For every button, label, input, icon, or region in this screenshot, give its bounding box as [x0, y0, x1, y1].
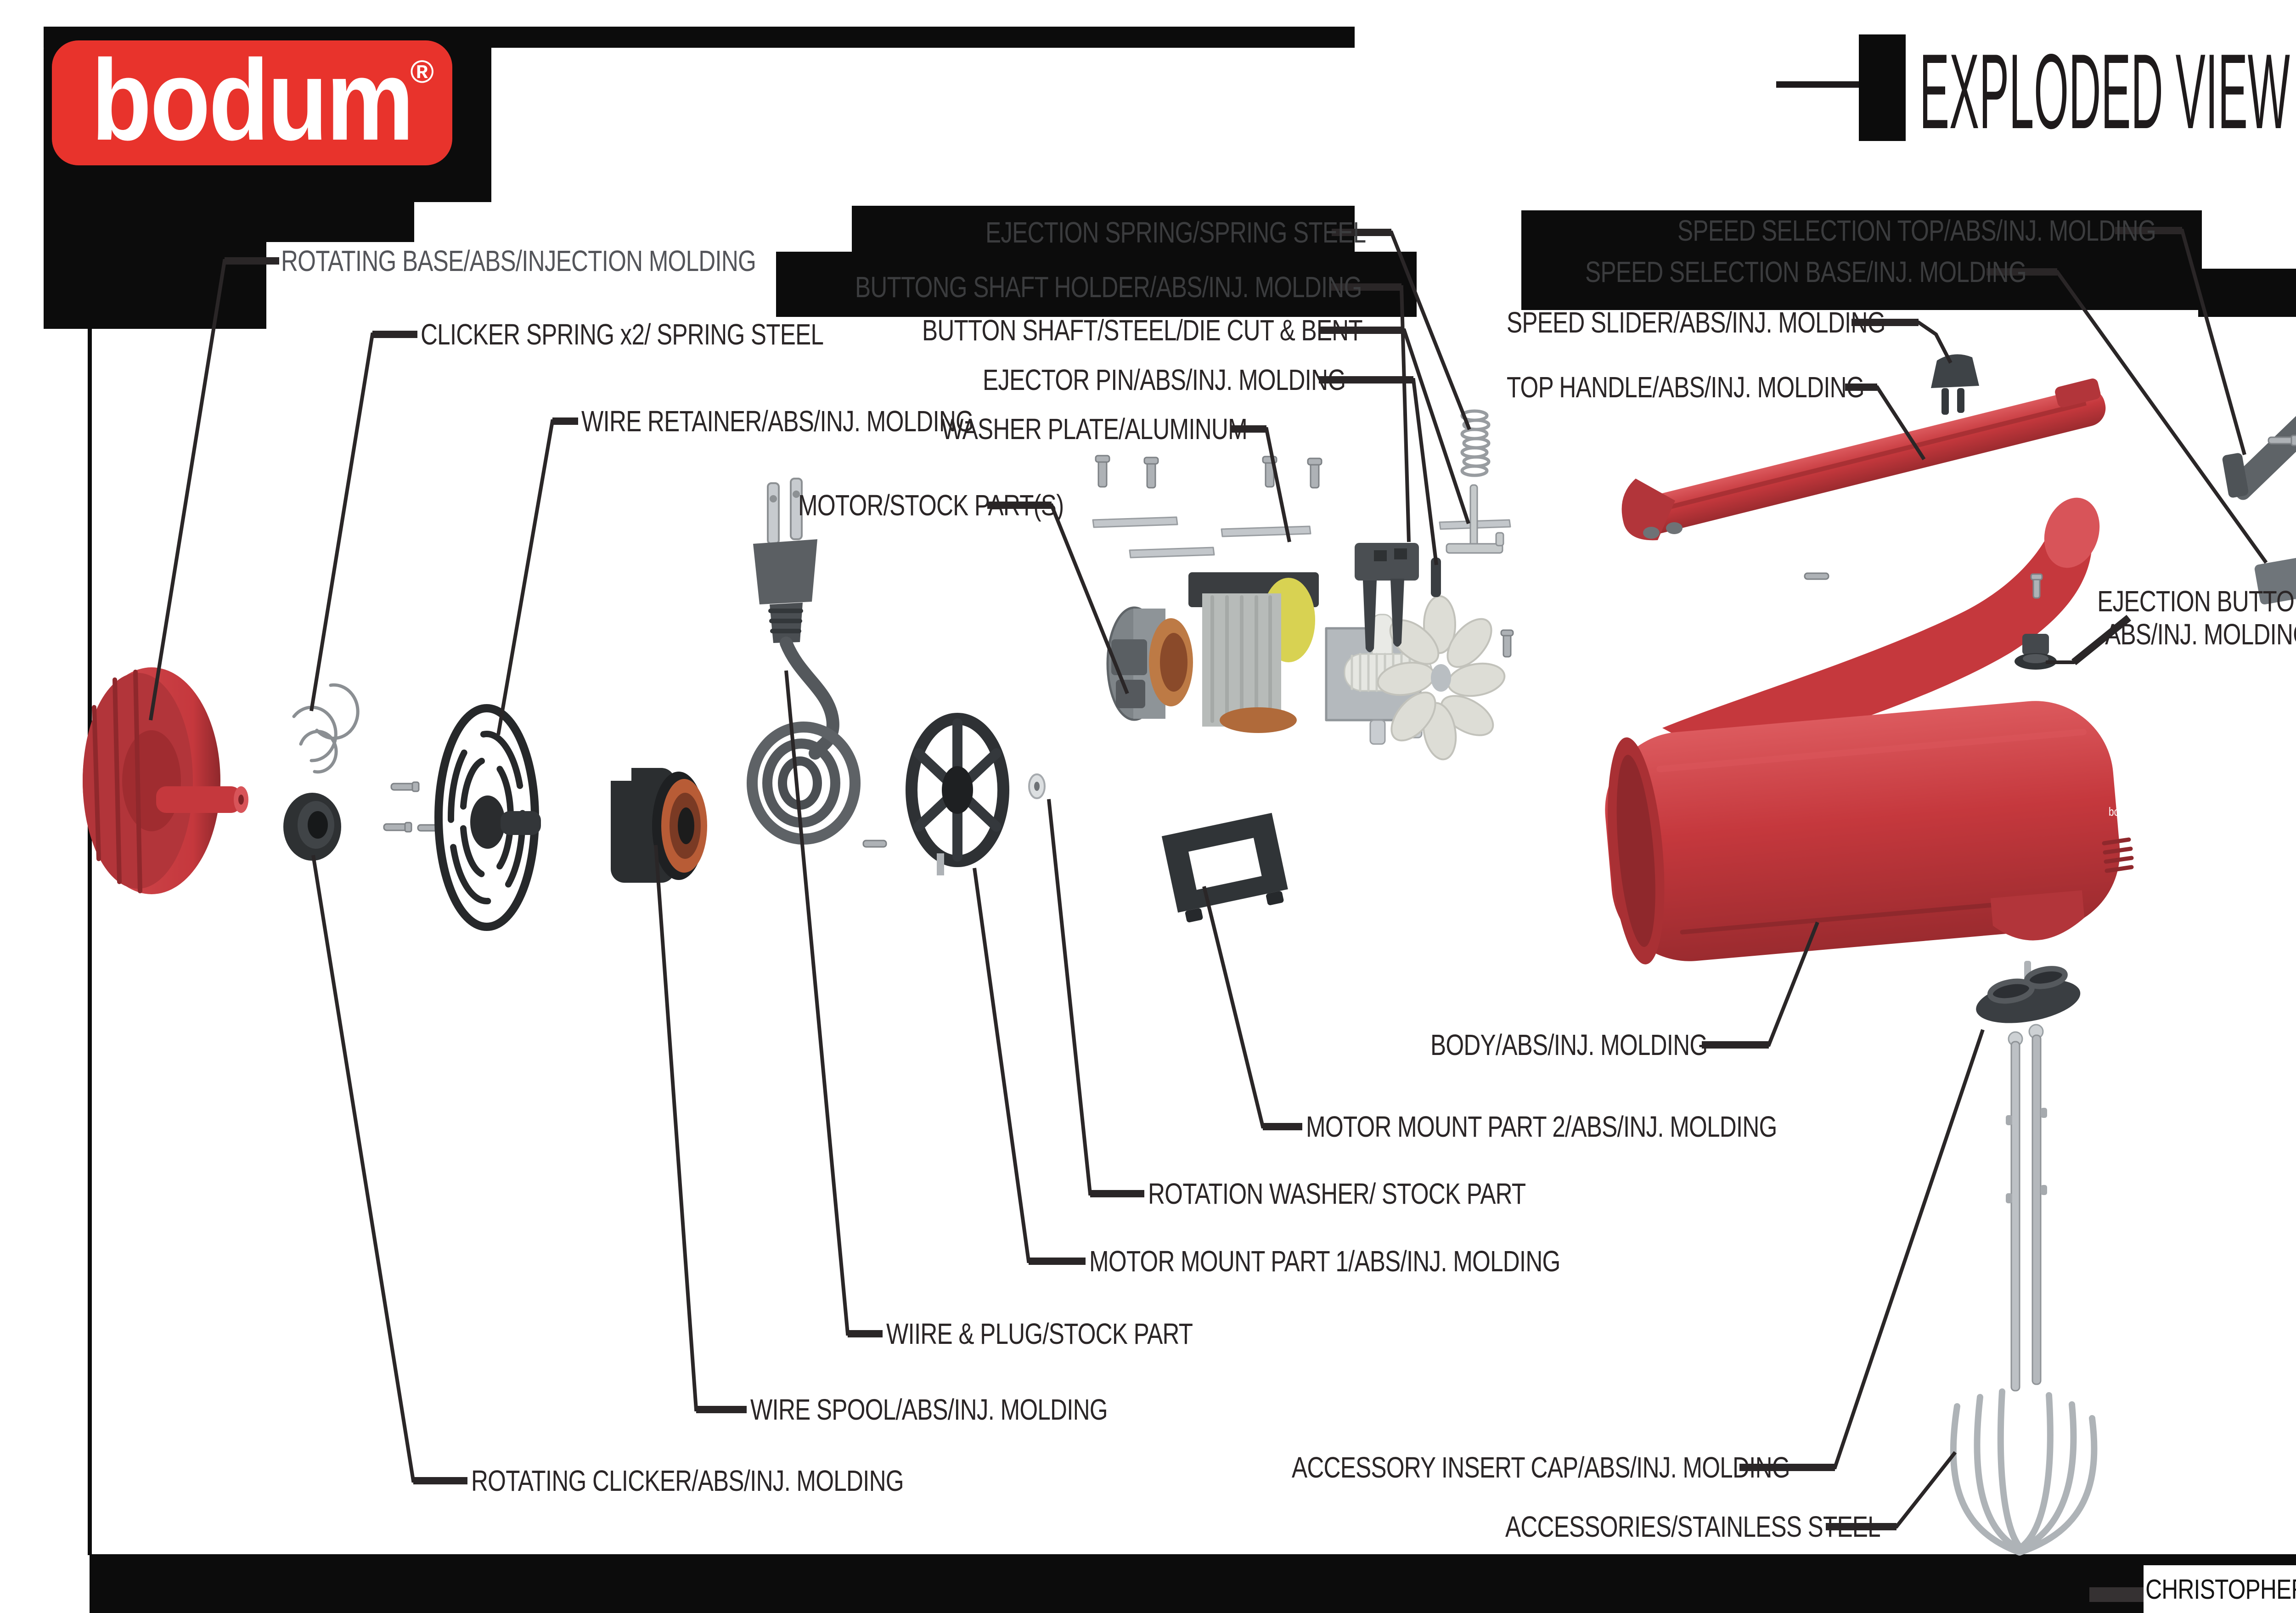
speed-label-patch-ext — [2198, 269, 2296, 317]
button-shaft-part — [1446, 484, 1504, 554]
leader-line-rotating-base — [149, 259, 279, 721]
leader-line-motor-mount-1 — [973, 868, 1086, 1263]
leader-line-clicker-spring — [310, 333, 417, 711]
leader-stub-ejection-button — [2071, 615, 2132, 666]
speed-slider-part — [1931, 354, 1979, 415]
speed-selection-base-part — [2254, 549, 2296, 613]
page-title: EXPLODED VIEW — [1919, 32, 2290, 151]
leader-line-washer-plate — [1231, 427, 1291, 542]
leader-line-button-shaft — [1319, 328, 1470, 525]
leader-lines — [149, 227, 2268, 1530]
motor-mount-part2 — [1161, 812, 1288, 923]
leader-line-ejector-pin — [1319, 378, 1438, 565]
screws-left — [383, 781, 887, 848]
speed-label-patch — [1521, 210, 2202, 310]
leader-line-buttong-shaft-holder — [1331, 285, 1411, 542]
title-rule-left — [1776, 81, 1859, 88]
rotating-clicker-part — [283, 793, 341, 861]
ejection-button-part — [2015, 634, 2057, 670]
leader-line-accessories — [1826, 1451, 1957, 1528]
ejection-label-patch-top — [852, 206, 1355, 252]
bottom-bar — [90, 1554, 2296, 1613]
credit-text: CHRISTOPHER SNELL — [2145, 1574, 2296, 1605]
parts — [83, 354, 2296, 1556]
rotation-washer-part — [1028, 773, 1046, 799]
body-vent-grille — [2102, 837, 2134, 873]
title-square-left — [1859, 34, 1906, 141]
leader-line-rotation-washer — [1047, 799, 1144, 1196]
leader-line-rotating-clicker — [311, 855, 467, 1483]
top-handle-part — [1621, 378, 2106, 541]
clicker-spring-part — [292, 683, 360, 774]
bodum-logo-text: bodum — [91, 35, 414, 164]
accessories-part — [1950, 1024, 2098, 1556]
leader-line-accessory-insert-cap — [1739, 1029, 1985, 1469]
buttong-shaft-holder-part — [1355, 543, 1419, 652]
credit-box: CHRISTOPHER SNELL — [2144, 1565, 2296, 1613]
speed-selection-top-part — [2222, 360, 2296, 500]
accessory-insert-cap-part — [1976, 966, 2081, 1023]
wire-retainer-part — [434, 704, 541, 931]
motor-mount-part1 — [906, 713, 1009, 875]
leader-line-wire-retainer — [496, 419, 578, 735]
ejection-label-patch-bottom — [776, 252, 1417, 317]
wire-spool-part — [611, 768, 707, 883]
leader-line-motor — [987, 503, 1129, 694]
leader-line-motor-mount-2 — [1202, 886, 1302, 1128]
body-print-logo: bodum — [2109, 805, 2138, 818]
left-frame-line — [88, 329, 92, 1555]
leader-line-speed-slider — [1851, 321, 1953, 364]
body-part — [1605, 497, 2134, 982]
leader-line-wire-spool — [654, 845, 747, 1411]
screws-right — [1804, 434, 2296, 599]
ejector-pin-part — [1431, 558, 1441, 597]
motor-part — [1106, 572, 1506, 761]
registered-mark: ® — [410, 54, 434, 90]
ejection-spring-part — [1460, 409, 1491, 477]
bodum-logo: bodum ® — [52, 36, 452, 165]
page-frame — [44, 27, 2296, 1613]
rotating-base-part — [83, 667, 248, 894]
wiire-and-plug-part — [747, 478, 861, 845]
